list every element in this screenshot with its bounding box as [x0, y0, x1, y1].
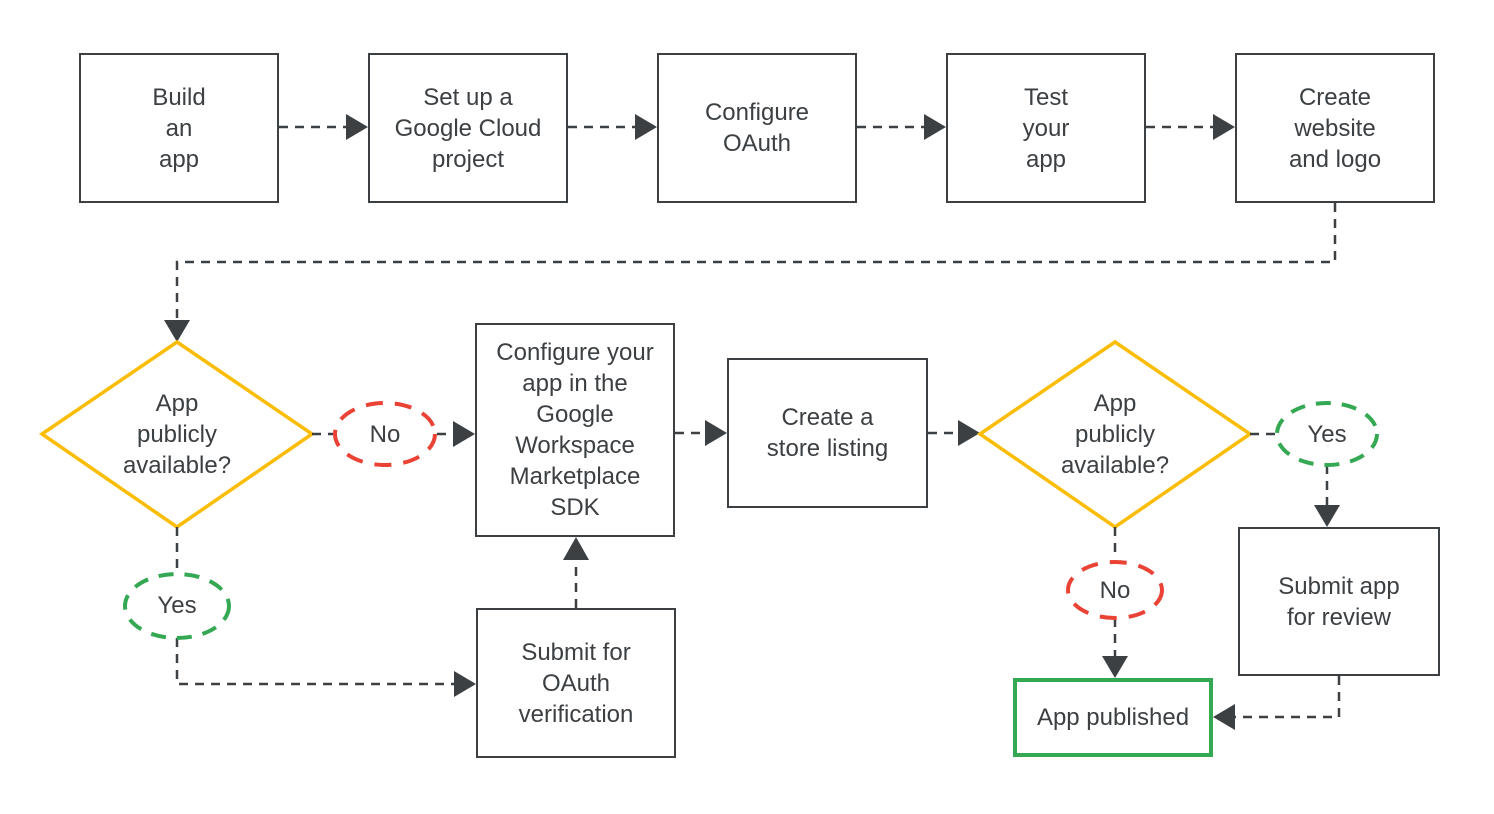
node-submit-oauth: Submit for OAuth verification — [476, 608, 676, 758]
arrow-right-icon — [1213, 114, 1235, 140]
node-build-app: Build an app — [79, 53, 279, 203]
node-test-app: Test your app — [946, 53, 1146, 203]
arrow-right-icon — [454, 671, 476, 697]
connector-setup-to-oauth — [568, 114, 657, 140]
arrow-right-icon — [635, 114, 657, 140]
connector-oauth-to-test — [857, 114, 946, 140]
node-setup-project: Set up a Google Cloud project — [368, 53, 568, 203]
decision-1-no-oval — [333, 401, 437, 467]
connector-decision2-no-to-published — [1102, 527, 1128, 678]
connector-decision2-yes-to-review — [1250, 432, 1340, 527]
decision-1-diamond — [38, 339, 316, 530]
connector-website-to-decision1 — [164, 203, 1337, 342]
node-create-website: Create website and logo — [1235, 53, 1435, 203]
connector-decision1-no-to-sdk — [312, 421, 475, 447]
node-submit-review: Submit app for review — [1238, 527, 1440, 676]
arrow-down-icon — [1314, 505, 1340, 527]
connector-sdk-to-store — [675, 420, 727, 446]
connector-build-to-setup — [279, 114, 368, 140]
node-store-listing: Create a store listing — [727, 358, 928, 508]
arrow-left-icon — [1213, 704, 1235, 730]
decision-2-no-oval — [1066, 560, 1164, 620]
node-configure-oauth: Configure OAuth — [657, 53, 857, 203]
decision-2-diamond — [976, 339, 1254, 530]
arrow-right-icon — [924, 114, 946, 140]
decision-2-yes-oval — [1275, 401, 1379, 467]
connector-store-to-decision2 — [928, 420, 980, 446]
connector-decision1-yes-to-submit-oauth — [175, 527, 476, 697]
connector-submit-oauth-to-sdk — [563, 537, 589, 608]
arrow-down-icon — [1102, 656, 1128, 678]
node-configure-sdk: Configure your app in the Google Workspa… — [475, 323, 675, 537]
arrow-right-icon — [453, 421, 475, 447]
arrow-right-icon — [705, 420, 727, 446]
connector-review-to-published — [1213, 676, 1341, 730]
decision-1-yes-oval — [123, 572, 231, 640]
arrow-up-icon — [563, 537, 589, 560]
arrow-down-icon — [164, 320, 190, 342]
arrow-right-icon — [958, 420, 980, 446]
connector-test-to-website — [1146, 114, 1235, 140]
arrow-right-icon — [346, 114, 368, 140]
node-app-published: App published — [1013, 678, 1213, 757]
